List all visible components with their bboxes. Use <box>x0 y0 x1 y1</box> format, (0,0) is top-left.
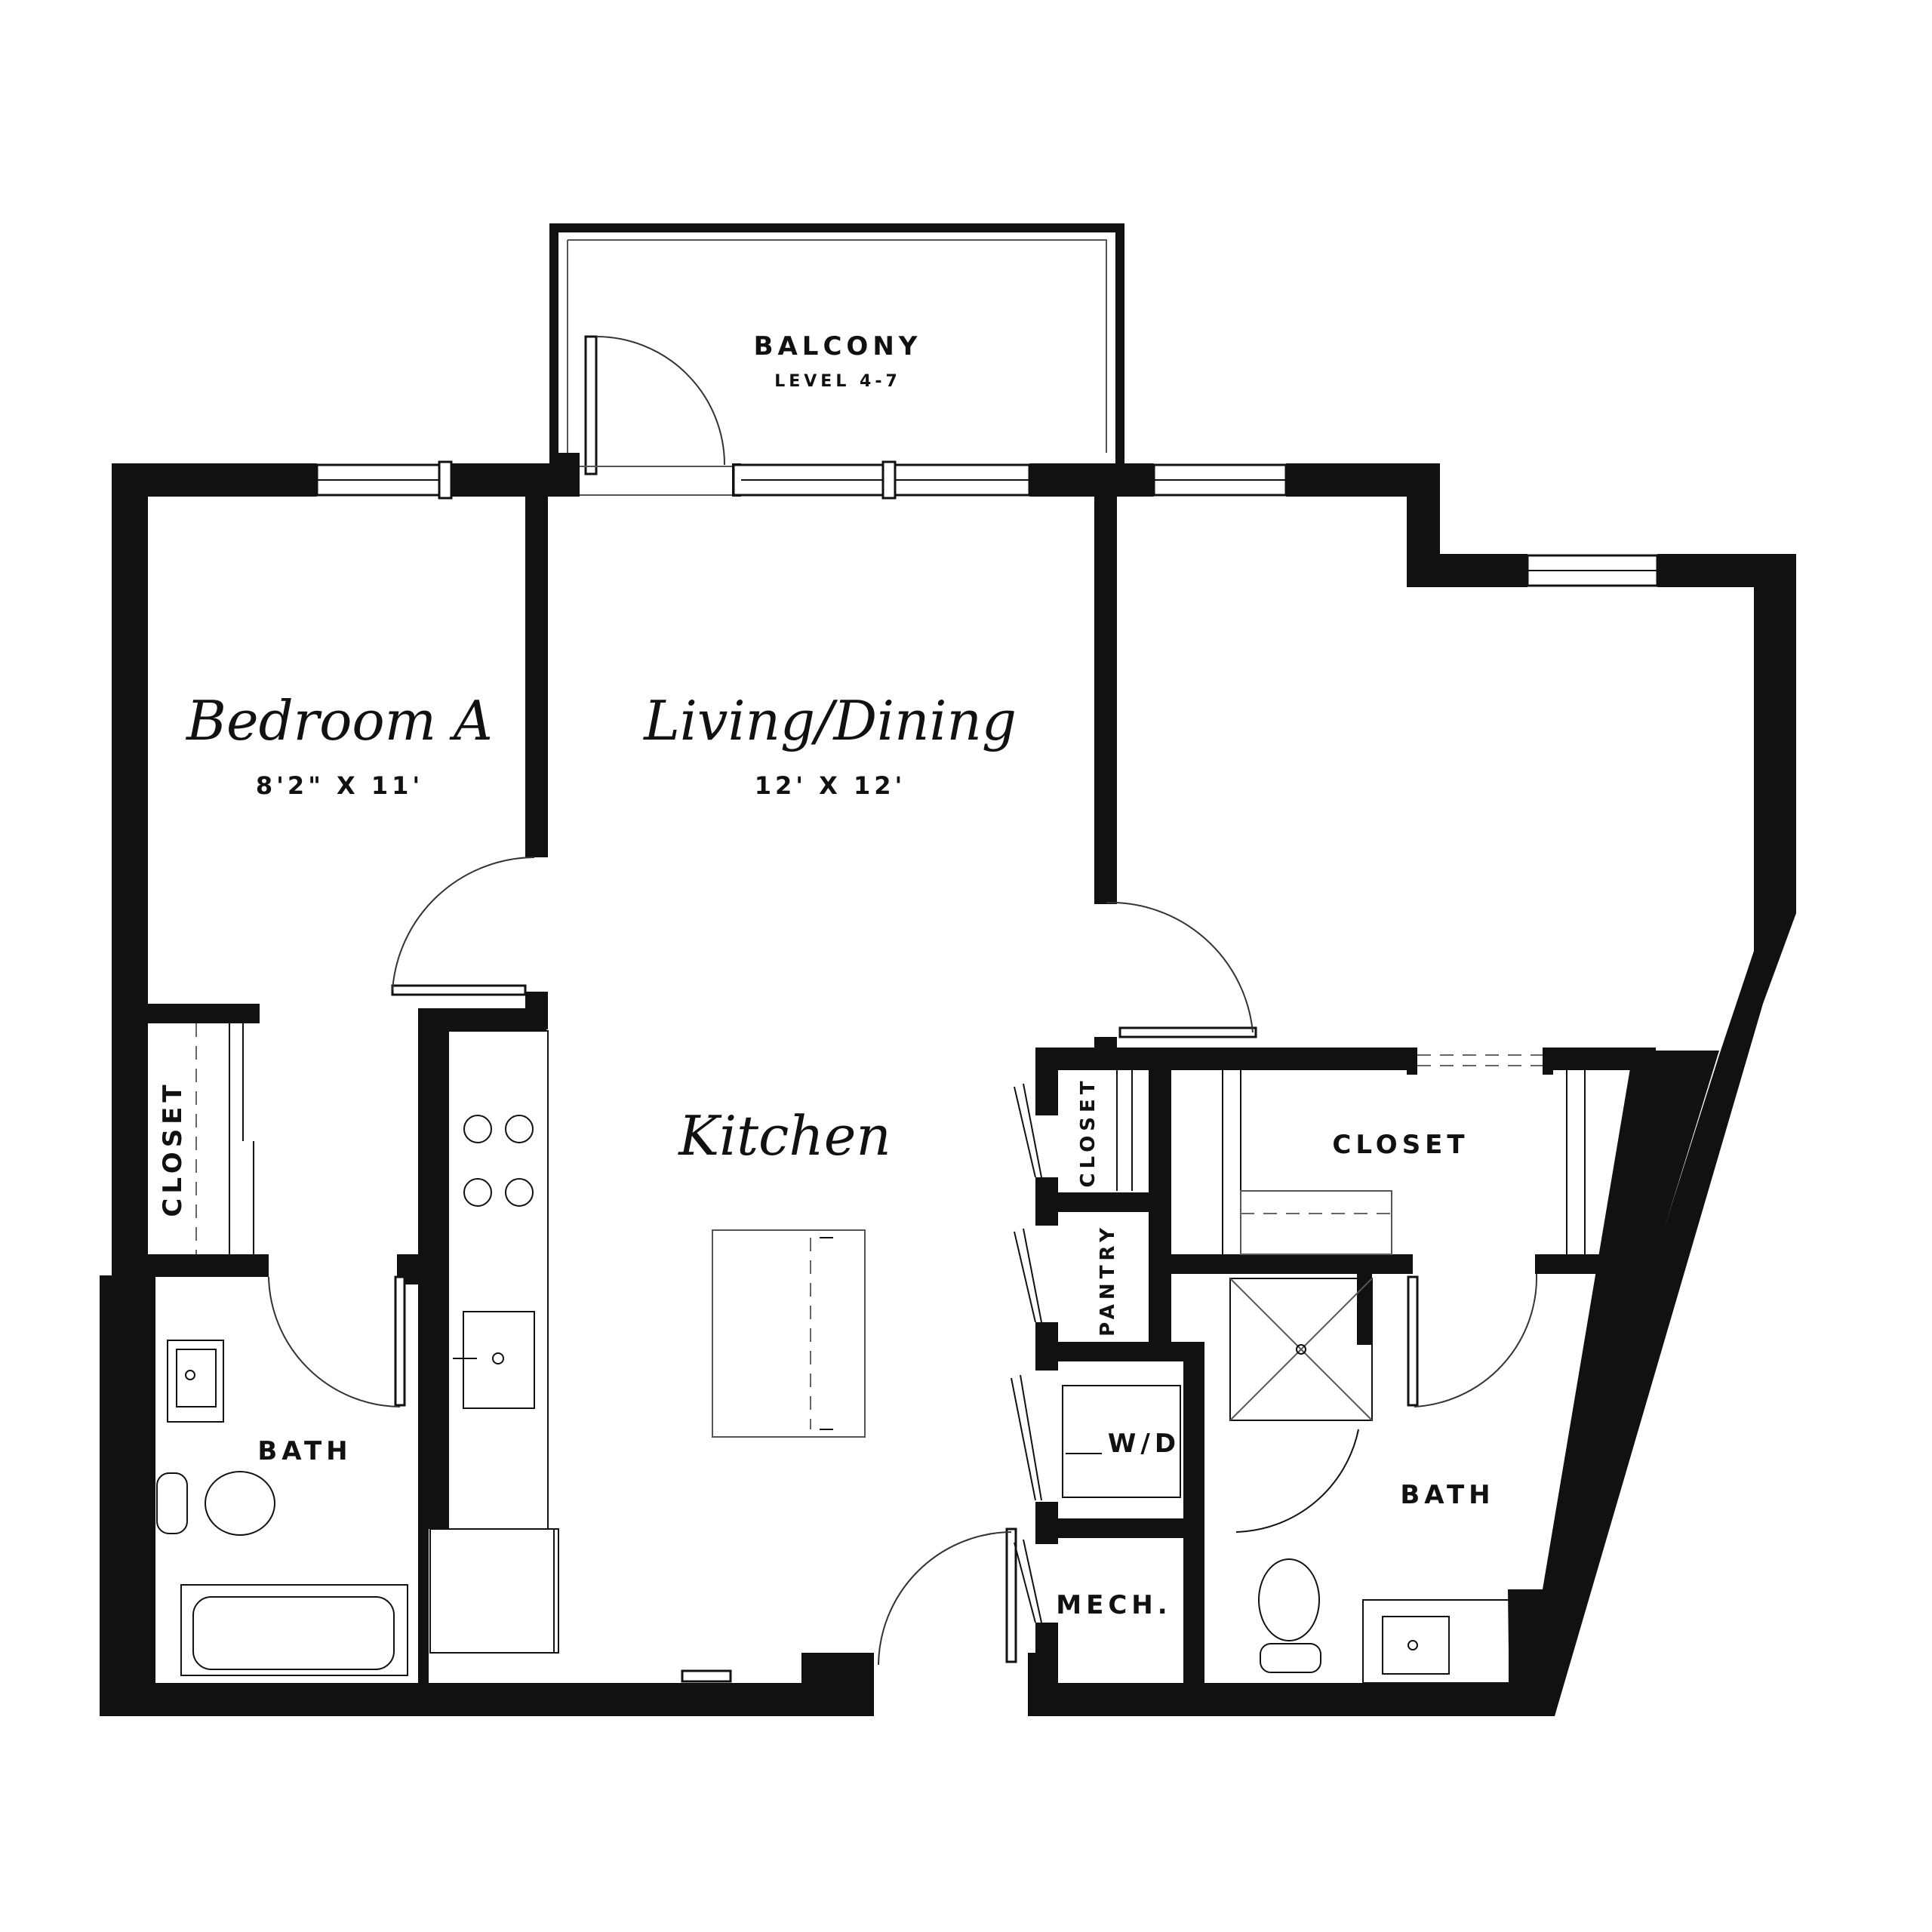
mech-label: MECH. <box>1056 1590 1171 1620</box>
wd-label: W/D <box>1108 1429 1180 1459</box>
bath-left-label: BATH <box>257 1436 352 1466</box>
interior-walls <box>148 497 1656 1716</box>
pantry-label: PANTRY <box>1097 1223 1119 1337</box>
closet-center-label: CLOSET <box>1077 1076 1100 1187</box>
closet-right-label: CLOSET <box>1332 1130 1469 1160</box>
kitchen-title: Kitchen <box>677 1104 891 1168</box>
balcony-sublabel: LEVEL 4-7 <box>774 372 901 391</box>
bedroom-a-dimensions: 8'2" X 11' <box>256 771 423 800</box>
doors <box>195 857 1553 1666</box>
balcony-label: BALCONY <box>754 331 922 361</box>
exterior-walls <box>100 463 1796 1716</box>
room-labels: BALCONY LEVEL 4-7 Bedroom A 8'2" X 11' L… <box>158 331 1494 1620</box>
windows <box>315 460 1659 587</box>
closet-left-label: CLOSET <box>158 1080 188 1217</box>
bath-right-label: BATH <box>1400 1480 1494 1510</box>
balcony-door[interactable] <box>580 335 732 496</box>
bedroom-a-title: Bedroom A <box>185 689 493 752</box>
living-dining-dimensions: 12' X 12' <box>755 771 906 800</box>
living-dining-title: Living/Dining <box>642 689 1017 752</box>
balcony <box>549 223 1124 463</box>
fixtures <box>156 1030 1586 1684</box>
